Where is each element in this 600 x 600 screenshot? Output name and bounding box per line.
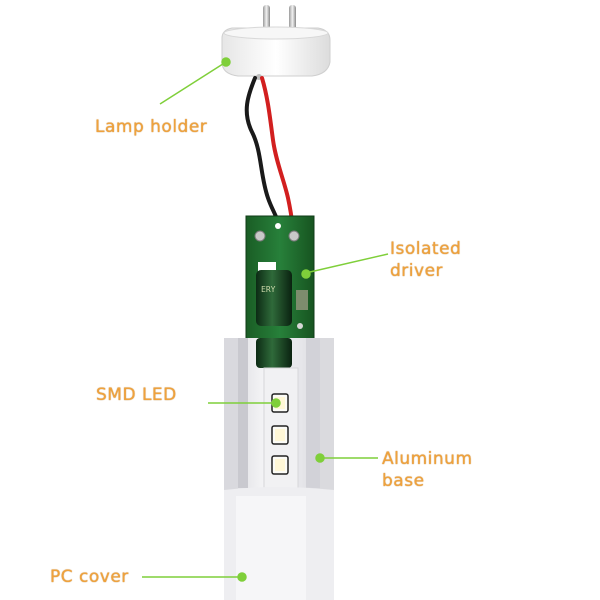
- holder-body: [221, 27, 331, 77]
- leader-dot-smd-led: [271, 398, 281, 408]
- black-wire: [244, 76, 282, 230]
- housing-left-shadow: [238, 338, 248, 488]
- leader-dot-lamp-holder: [221, 57, 231, 67]
- leader-dot-aluminum-base: [315, 453, 325, 463]
- housing-right-flange: [320, 338, 334, 490]
- smd-led-chip: [271, 425, 289, 445]
- leader-lines: [142, 57, 389, 582]
- pcb-hole: [275, 223, 281, 229]
- leader-isolated-driver: [309, 253, 389, 273]
- pc-cover-highlight: [236, 496, 306, 600]
- pc-cover: [224, 487, 334, 600]
- label-aluminum-base: Aluminum base: [382, 448, 473, 492]
- label-isolated-driver-line2: driver: [390, 261, 444, 281]
- capacitor: [256, 270, 292, 326]
- label-lamp-holder: Lamp holder: [95, 117, 208, 137]
- label-smd-led: SMD LED: [96, 385, 177, 405]
- lamp-holder: [221, 5, 331, 80]
- label-isolated-driver-line1: Isolated: [390, 239, 462, 259]
- pcb-screw-left: [254, 230, 266, 242]
- housing-right-shadow: [306, 338, 320, 488]
- label-pc-cover: PC cover: [50, 567, 129, 587]
- pcb-slot: [258, 262, 276, 272]
- smd-led-chip: [271, 455, 289, 475]
- capacitor-lower: [256, 338, 292, 368]
- leader-dot-isolated-driver: [301, 269, 311, 279]
- leader-dot-pc-cover: [237, 572, 247, 582]
- isolated-driver: ERY: [245, 215, 315, 347]
- pcb-solder-1: [297, 323, 303, 329]
- label-aluminum-base-line2: base: [382, 471, 425, 491]
- pcb-component: [296, 290, 308, 310]
- label-aluminum-base-line1: Aluminum: [382, 449, 473, 469]
- wires: [244, 76, 295, 230]
- pcb-screw-right: [288, 230, 300, 242]
- capacitor-marking: ERY: [261, 285, 276, 294]
- leader-lamp-holder: [159, 61, 227, 105]
- label-isolated-driver: Isolated driver: [390, 238, 461, 282]
- red-wire: [260, 76, 295, 230]
- holder-rim: [223, 26, 329, 40]
